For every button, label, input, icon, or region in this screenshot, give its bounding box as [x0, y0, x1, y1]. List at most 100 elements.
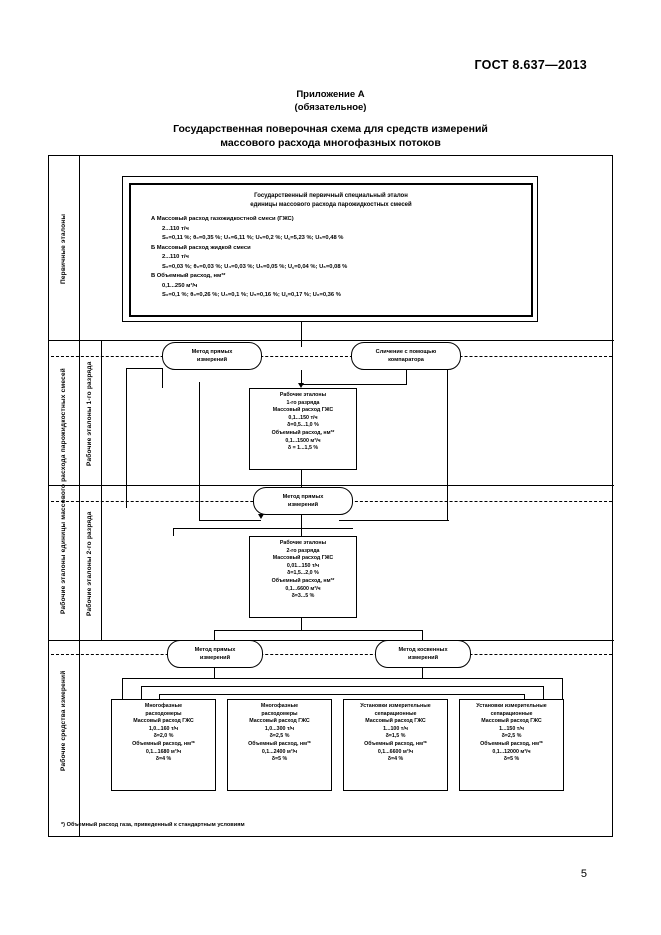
- method-comparator-line2: компаратора: [388, 357, 424, 363]
- bus-rail-1-right-end: [562, 678, 563, 699]
- mi1-mass-label: Массовый расход ГЖС: [133, 718, 194, 725]
- ws1-mass-label: Массовый расход ГЖС: [272, 407, 334, 414]
- method-direct-2-line1: Метод прямых: [282, 493, 324, 500]
- bypass-left-outer-top: [126, 368, 162, 369]
- instrument-box-2: Многофазные расходомеры Массовый расход …: [227, 699, 332, 791]
- primary-standard-box: Государственный первичный специальный эт…: [129, 183, 533, 317]
- footnote: *) Объемный расход газа, приведенный к с…: [61, 822, 245, 828]
- bus-rail-2-right-end: [543, 686, 544, 699]
- bus-drop-left: [214, 668, 215, 678]
- band-label-working-1: Рабочие эталоны 1-го разряда: [86, 361, 93, 466]
- ws2-mass-delta: δ=1,5...2,0 %: [287, 570, 319, 577]
- method-indirect-line2: измерений: [407, 655, 439, 661]
- mi3-vol-delta: δ=4 %: [387, 756, 404, 763]
- bus-rail-3: [159, 694, 524, 695]
- mi1-vol-range: 0,1...1680 м³/ч: [145, 748, 182, 755]
- mi2-mass-range: 1,0...300 т/ч: [264, 725, 295, 732]
- bypass-left-outer-vertical: [126, 368, 127, 508]
- mi1-vol-delta: δ=4 %: [155, 756, 172, 763]
- group-b-range: 2...110 т/ч: [162, 254, 189, 260]
- divider-dashed-methods-3: [51, 654, 612, 655]
- ws1-title2: 1-го разряда: [286, 399, 320, 406]
- bypass-left-inner-join: [199, 520, 261, 521]
- connector-ws2-split-right: [422, 630, 423, 641]
- bus-rail-2-left-end: [141, 686, 142, 699]
- ws1-vol-delta: δ = 1...1,5 %: [287, 445, 319, 452]
- band-label-working-group: Рабочие эталоны единицы массового расход…: [60, 368, 67, 614]
- band-label-primary: Первичные эталоны: [60, 213, 67, 284]
- method-indirect-line1: Метод косвенных: [398, 646, 448, 653]
- ws2-title1: Рабочие эталоны: [279, 540, 327, 546]
- band-working-2: [49, 486, 614, 641]
- mi2-mass-label: Массовый расход ГЖС: [249, 718, 310, 725]
- method-direct-3-line2: измерений: [199, 655, 231, 661]
- mi4-mass-label: Массовый расход ГЖС: [481, 718, 542, 725]
- mi3-mass-range: 1...100 т/ч: [383, 725, 408, 732]
- ws2-vol-range: 0,1...6600 м³/ч: [285, 585, 321, 592]
- bus-rail-2: [141, 686, 543, 687]
- scheme-title-line2: массового расхода многофазных потоков: [220, 137, 441, 149]
- ws1-mass-delta: δ=0,5...1,0 %: [287, 422, 319, 429]
- mi2-title2: расходомеры: [261, 710, 298, 717]
- method-oval-direct-1: Метод прямых измерений: [162, 342, 262, 370]
- method-direct-1-line2: измерений: [196, 357, 228, 363]
- working-standard-1-box: Рабочие эталоны 1-го разряда Массовый ра…: [249, 388, 357, 470]
- connector-ws2-down: [301, 618, 302, 630]
- group-v-range: 0,1...250 м³/ч: [162, 282, 198, 289]
- primary-standard-heading: Государственный первичный специальный эт…: [141, 192, 521, 210]
- method-oval-direct-3: Метод прямых измерений: [167, 640, 263, 668]
- connector-primary-down: [301, 322, 302, 347]
- label-column-rule-outer: [79, 156, 80, 836]
- divider-dashed-methods-1: [51, 356, 612, 357]
- mi3-mass-label: Массовый расход ГЖС: [365, 718, 426, 725]
- bypass-left-mid-vertical: [162, 368, 163, 388]
- bus-rail-1-left-end: [122, 678, 123, 699]
- method-direct-2-line2: измерений: [287, 502, 319, 508]
- ws1-vol-label: Объемный расход, нм³*: [271, 429, 335, 436]
- instrument-box-1: Многофазные расходомеры Массовый расход …: [111, 699, 216, 791]
- connector-comparator-left: [301, 384, 407, 385]
- mi2-vol-range: 0,1...2400 м³/ч: [261, 748, 298, 755]
- ws2-vol-label: Объемный расход, нм³*: [271, 577, 335, 584]
- method-oval-comparator: Сличение с помощью компаратора: [351, 342, 461, 370]
- mi3-vol-range: 0,1...6600 м³/ч: [377, 748, 414, 755]
- group-v-uncertainty: S₀=0,1 %; θ₀=0,26 %; U₄=0,1 %; U₅=0,16 %…: [162, 292, 341, 298]
- mi1-mass-delta: δ=2,0 %: [153, 733, 174, 740]
- bypass-left-to-ws2-v: [173, 528, 174, 536]
- appendix-heading: Приложение А (обязательное): [0, 88, 661, 114]
- arrow-bypass-left: [258, 514, 264, 519]
- mi1-title2: расходомеры: [145, 710, 182, 717]
- method-direct-3-line1: Метод прямых: [194, 646, 236, 653]
- primary-standard-group-a: А Массовый расход газожидкостной смеси (…: [151, 215, 521, 244]
- mi2-title1: Многофазные: [260, 703, 299, 709]
- mi4-mass-delta: δ=2,5 %: [501, 733, 522, 740]
- ws2-mass-range: 0,01...150 т/ч: [286, 562, 320, 569]
- ws2-vol-delta: δ=3...5 %: [291, 593, 315, 600]
- bus-drop-right: [422, 668, 423, 678]
- mi1-mass-range: 1,0...160 т/ч: [148, 725, 179, 732]
- method-oval-indirect: Метод косвенных измерений: [375, 640, 471, 668]
- bus-rail-3-right-end: [524, 694, 525, 699]
- band-label-working-means: Рабочие средства измерений: [60, 670, 67, 772]
- mi2-mass-delta: δ=2,5 %: [269, 733, 290, 740]
- mi4-mass-range: 1...150 т/ч: [499, 725, 524, 732]
- bypass-left-inner-vertical: [199, 382, 200, 520]
- scheme-title: Государственная поверочная схема для сре…: [0, 122, 661, 150]
- mi3-mass-delta: δ=1,5 %: [385, 733, 406, 740]
- mi1-vol-label: Объемный расход, нм³*: [132, 740, 195, 747]
- bypass-left-to-ws2: [173, 528, 353, 529]
- mi1-title1: Многофазные: [144, 703, 183, 709]
- standard-designation: ГОСТ 8.637—2013: [474, 58, 587, 72]
- ws2-mass-label: Массовый расход ГЖС: [272, 555, 334, 562]
- ws1-vol-range: 0,1...1500 м³/ч: [285, 437, 321, 444]
- mi4-vol-delta: δ=5 %: [503, 756, 520, 763]
- group-a-title: А Массовый расход газожидкостной смеси (…: [151, 216, 294, 222]
- band-label-working-2: Рабочие эталоны 2-го разряда: [86, 511, 93, 616]
- mi4-vol-range: 0,1...12000 м³/ч: [492, 748, 531, 755]
- ws2-title2: 2-го разряда: [286, 547, 320, 554]
- method-comparator-line1: Сличение с помощью: [375, 348, 437, 355]
- appendix-obligatory: (обязательное): [294, 102, 367, 113]
- mi4-vol-label: Объемный расход, нм³*: [480, 740, 543, 747]
- mi2-vol-label: Объемный расход, нм³*: [248, 740, 311, 747]
- scheme-title-line1: Государственная поверочная схема для сре…: [173, 123, 488, 135]
